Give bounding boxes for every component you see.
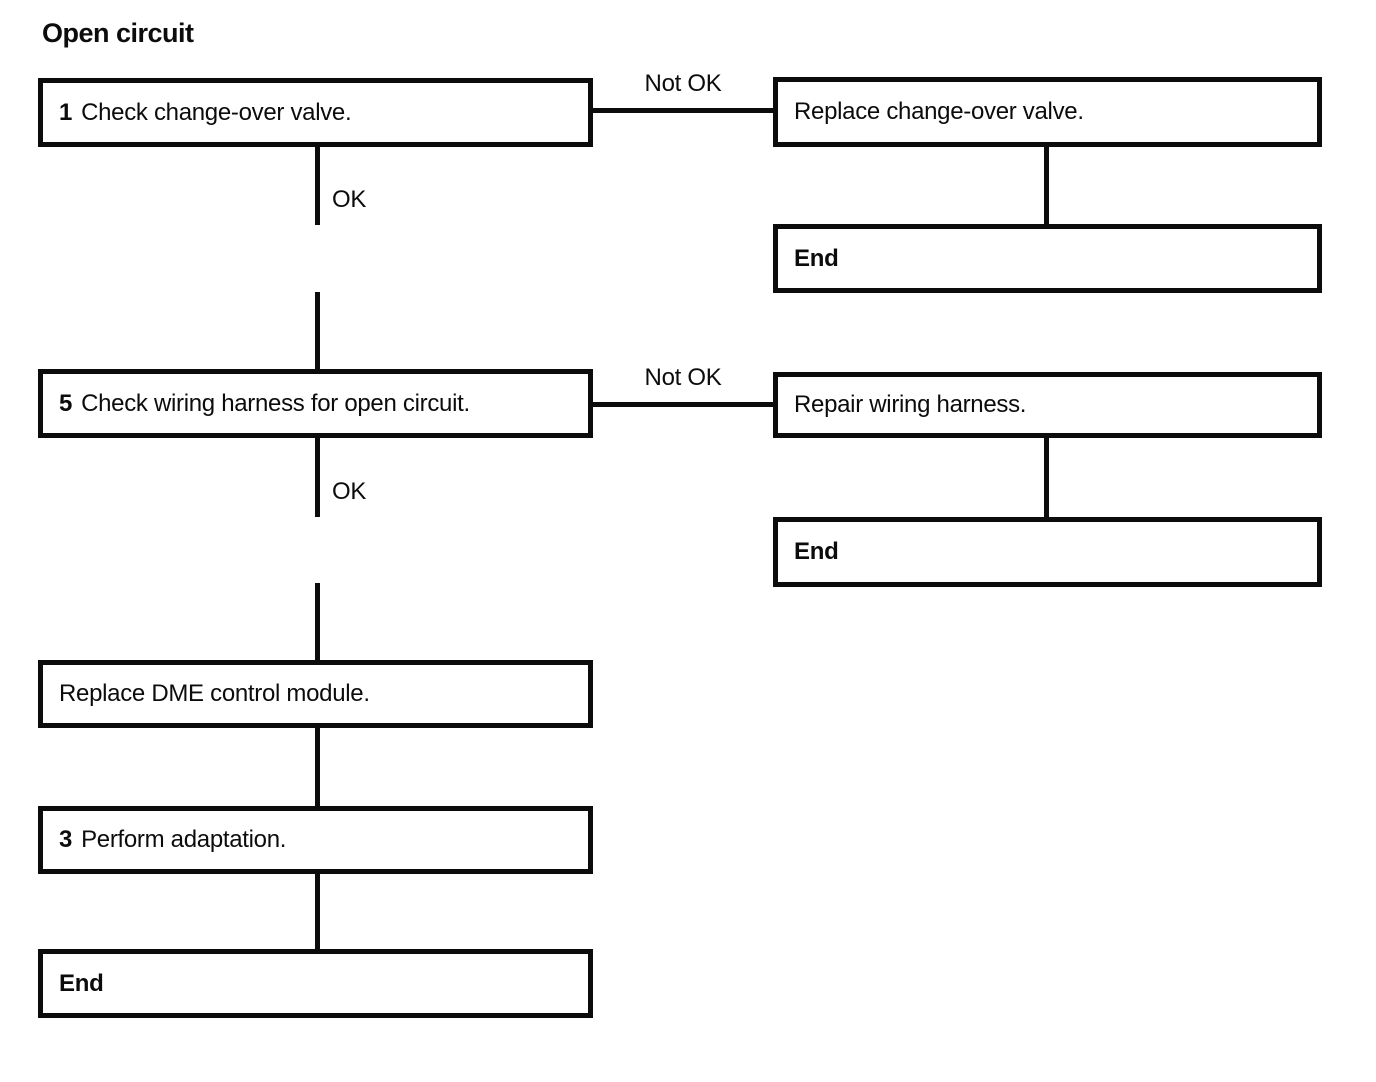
- connector-step1-ok-upper: [315, 147, 320, 225]
- step-number: 3: [59, 826, 73, 853]
- end-box-final: End: [38, 949, 593, 1018]
- step-box-check-change-over-valve: 1 Check change-over valve.: [38, 78, 593, 147]
- end-box-after-repair-harness: End: [773, 517, 1322, 587]
- connector-step1-ok-lower: [315, 292, 320, 369]
- connector-step5-to-repair-harness: [591, 402, 775, 407]
- connector-dme-to-adaptation: [315, 728, 320, 806]
- edge-label-not-ok-step5: Not OK: [644, 364, 722, 391]
- end-label: End: [59, 969, 104, 997]
- step-text: Check wiring harness for open circuit.: [81, 389, 470, 417]
- step-box-replace-change-over-valve: Replace change-over valve.: [773, 77, 1322, 147]
- step-number: 5: [59, 389, 73, 417]
- end-label: End: [794, 244, 839, 272]
- end-label: End: [794, 538, 839, 565]
- step-box-repair-wiring-harness: Repair wiring harness.: [773, 372, 1322, 438]
- connector-step5-ok-lower: [315, 583, 320, 660]
- step-text: Check change-over valve.: [81, 98, 352, 126]
- page-title: Open circuit: [42, 18, 194, 48]
- edge-label-not-ok-step1: Not OK: [644, 70, 722, 97]
- step-box-perform-adaptation: 3 Perform adaptation.: [38, 806, 593, 874]
- connector-adaptation-to-end: [315, 874, 320, 949]
- connector-replace-valve-to-end: [1044, 147, 1049, 224]
- step-box-check-wiring-harness: 5 Check wiring harness for open circuit.: [38, 369, 593, 438]
- step-box-replace-dme-control-module: Replace DME control module.: [38, 660, 593, 728]
- step-text: Repair wiring harness.: [794, 391, 1027, 418]
- step-text: Replace change-over valve.: [794, 98, 1084, 125]
- step-text: Replace DME control module.: [59, 680, 370, 707]
- edge-label-ok-step1: OK: [332, 186, 367, 213]
- end-box-after-replace-valve: End: [773, 224, 1322, 293]
- connector-step5-ok-upper: [315, 438, 320, 517]
- step-text: Perform adaptation.: [81, 826, 287, 853]
- step-number: 1: [59, 98, 73, 126]
- connector-repair-harness-to-end: [1044, 438, 1049, 517]
- connector-step1-to-replace-valve: [591, 108, 775, 113]
- edge-label-ok-step5: OK: [332, 478, 367, 505]
